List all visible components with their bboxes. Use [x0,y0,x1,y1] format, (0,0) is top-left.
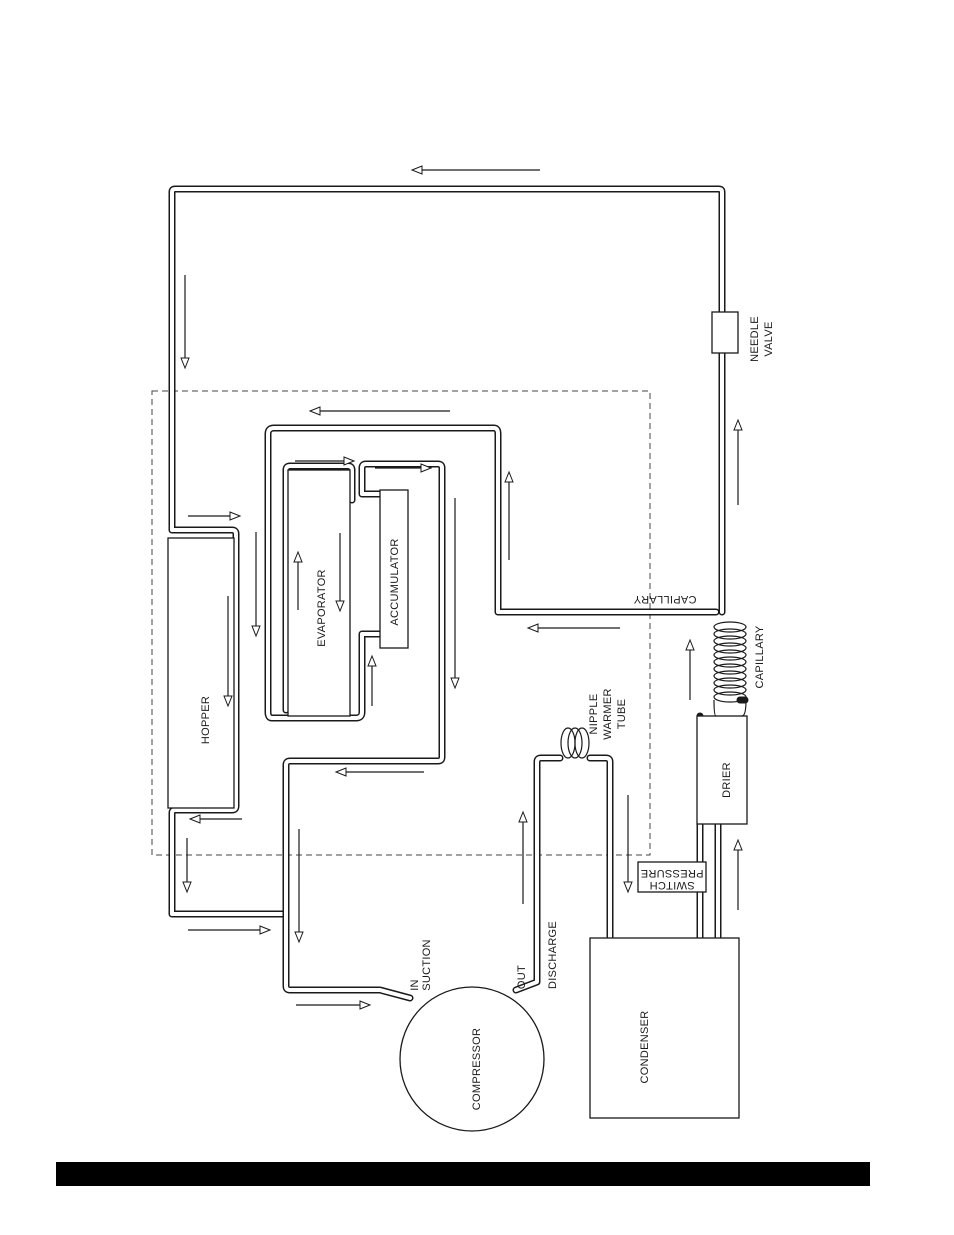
pressure-switch-label-2: SWITCH [649,879,694,891]
hopper-label: HOPPER [200,696,212,744]
nipple-label-3: TUBE [616,699,628,730]
capillary-top-label: CAPILLARY [633,593,696,605]
condenser-label: CONDENSER [639,1011,651,1084]
evaporator-label: EVAPORATOR [316,569,328,647]
accumulator-label: ACCUMULATOR [389,538,401,625]
needle-valve-label-2: VALVE [763,321,775,356]
nipple-label-2: WARMER [602,688,614,740]
nipple-label-1: NIPPLE [588,694,600,735]
in-label: IN [409,979,421,991]
suction-label: SUCTION [421,939,433,991]
condenser-box [590,938,739,1118]
drier-label: DRIER [721,762,733,798]
nipple-warmer-coil [561,728,589,758]
needle-valve-box [712,312,738,353]
needle-valve-label-1: NEEDLE [749,316,761,362]
out-label: OUT [516,965,528,989]
pressure-switch-label-1: PRESSURE [641,867,704,879]
hopper-box [168,538,234,808]
discharge-label: DISCHARGE [547,921,559,989]
capillary-right-label: CAPILLARY [754,625,766,688]
compressor-label: COMPRESSOR [471,1028,483,1110]
footer-bar [56,1162,870,1186]
